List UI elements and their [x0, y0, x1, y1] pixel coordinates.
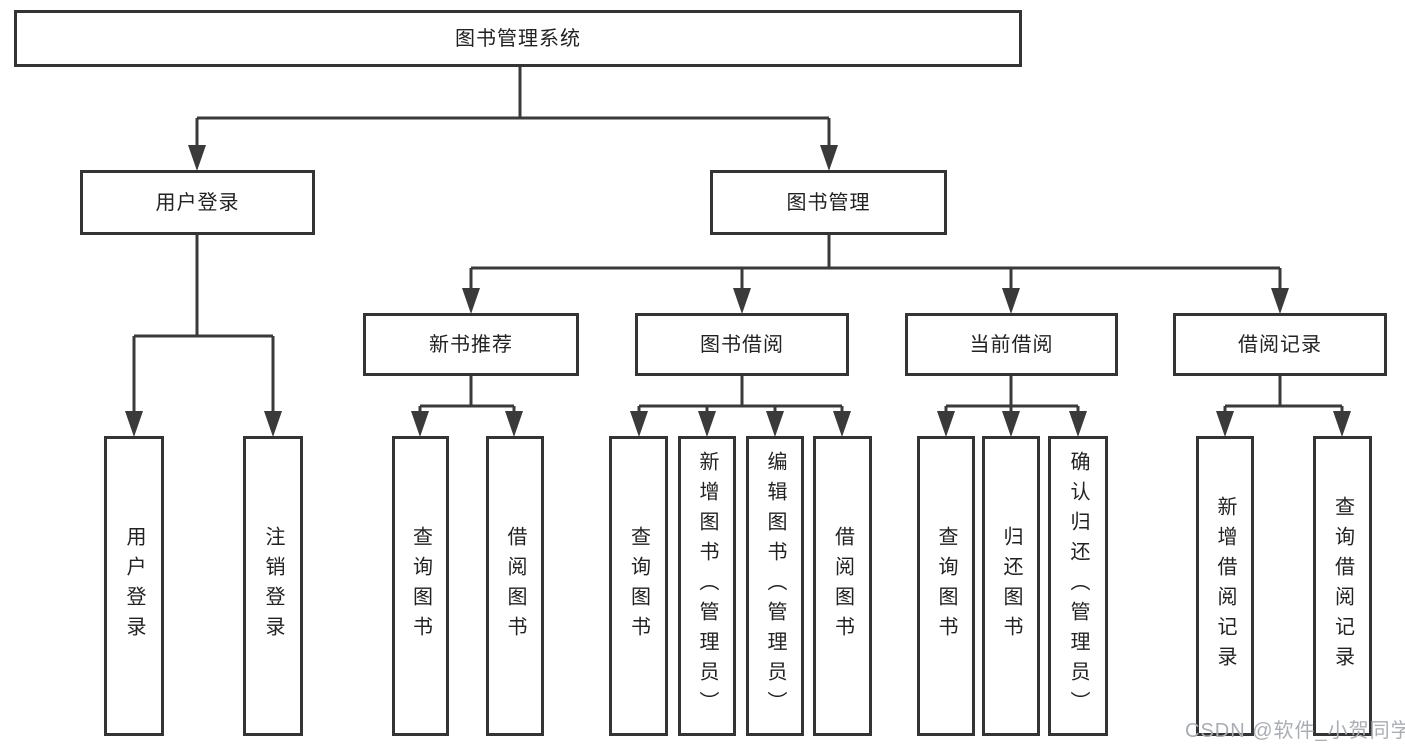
node-book-management: 图书管理 — [710, 170, 947, 235]
node-logout: 注销登录 — [243, 436, 303, 736]
node-label: 查询图书 — [935, 526, 957, 646]
connector-segments — [132, 67, 1344, 415]
arrow-down-icon — [766, 411, 784, 437]
arrow-down-icon — [264, 411, 282, 437]
arrow-down-icon — [1216, 411, 1234, 437]
node-add-books-admin: 新增图书（管理员） — [678, 436, 736, 736]
watermark: CSDN @软件_小贺同学 — [1185, 720, 1405, 742]
node-user-login-leaf: 用户登录 — [104, 436, 164, 736]
node-user-login: 用户登录 — [80, 170, 315, 235]
node-label: 注销登录 — [262, 526, 284, 646]
arrow-down-icon — [630, 411, 648, 437]
node-label: 图书借阅 — [700, 333, 784, 356]
arrow-down-icon — [505, 411, 523, 437]
node-label: 用户登录 — [155, 191, 240, 214]
node-query-books-current: 查询图书 — [917, 436, 975, 736]
node-confirm-return-admin: 确认归还（管理员） — [1048, 436, 1108, 736]
node-label: 新书推荐 — [429, 333, 513, 356]
node-borrowing-records: 借阅记录 — [1173, 313, 1387, 376]
arrow-down-icon — [462, 288, 480, 314]
arrow-down-icon — [125, 411, 143, 437]
node-return-books: 归还图书 — [982, 436, 1040, 736]
arrow-down-icon — [411, 411, 429, 437]
node-query-books-borrowing: 查询图书 — [609, 436, 668, 736]
node-label: 用户登录 — [123, 526, 145, 646]
node-label: 新增图书（管理员） — [696, 451, 718, 721]
node-label: 查询图书 — [409, 526, 432, 646]
node-label: 借阅图书 — [504, 526, 526, 646]
node-label: 借阅图书 — [831, 526, 854, 646]
node-new-book-recommend: 新书推荐 — [363, 313, 579, 376]
node-label: 确认归还（管理员） — [1067, 451, 1089, 721]
arrow-down-icon — [1002, 411, 1020, 437]
arrow-down-icon — [1271, 288, 1289, 314]
arrow-down-icon — [820, 145, 838, 171]
node-edit-books-admin: 编辑图书（管理员） — [746, 436, 804, 736]
arrow-down-icon — [188, 145, 206, 171]
arrow-down-icon — [1069, 411, 1087, 437]
arrow-down-icon — [1333, 411, 1351, 437]
node-label: 借阅记录 — [1238, 333, 1322, 356]
node-label: 图书管理 — [786, 191, 871, 214]
node-library-management-system: 图书管理系统 — [14, 10, 1022, 67]
arrow-down-icon — [698, 411, 716, 437]
node-label: 查询借阅记录 — [1331, 496, 1354, 676]
arrow-down-icon — [833, 411, 851, 437]
arrow-down-icon — [937, 411, 955, 437]
node-borrow-books-borrowing: 借阅图书 — [813, 436, 872, 736]
node-query-books-recommend: 查询图书 — [392, 436, 449, 736]
node-current-borrowing: 当前借阅 — [905, 313, 1118, 376]
node-borrow-books-recommend: 借阅图书 — [486, 436, 544, 736]
arrow-down-icon — [733, 288, 751, 314]
node-label: 编辑图书（管理员） — [764, 451, 786, 721]
node-label: 归还图书 — [1000, 526, 1022, 646]
node-label: 图书管理系统 — [455, 27, 581, 50]
node-label: 查询图书 — [627, 526, 650, 646]
node-add-borrow-record: 新增借阅记录 — [1196, 436, 1254, 736]
arrow-down-icon — [1002, 288, 1020, 314]
node-label: 新增借阅记录 — [1214, 496, 1236, 676]
node-label: 当前借阅 — [969, 333, 1054, 356]
node-book-borrowing: 图书借阅 — [635, 313, 849, 376]
node-query-borrow-record: 查询借阅记录 — [1313, 436, 1372, 736]
